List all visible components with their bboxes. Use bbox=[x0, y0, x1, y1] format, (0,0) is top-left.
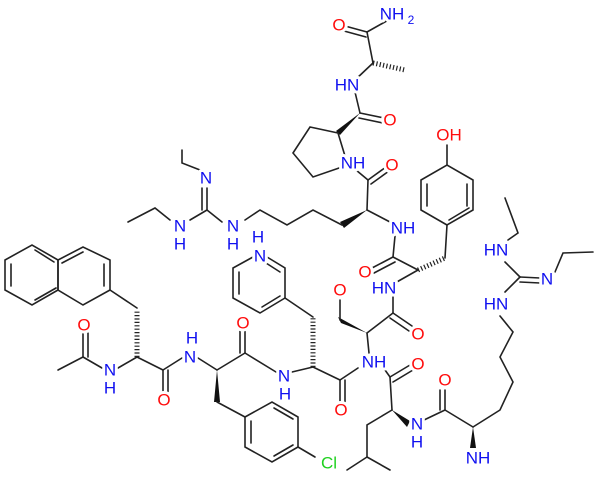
atom-label: O bbox=[77, 316, 90, 335]
atom-label: N bbox=[254, 247, 266, 266]
atom-label: HN bbox=[484, 295, 509, 314]
atom-label: OH bbox=[436, 126, 462, 145]
atom-label: O bbox=[332, 16, 345, 35]
atom-label: O bbox=[383, 111, 396, 130]
atom-label: O bbox=[358, 263, 371, 282]
atom-label: H bbox=[411, 433, 423, 452]
atom-label: N bbox=[184, 348, 196, 367]
atom-label: HN bbox=[484, 241, 509, 260]
atom-labels: NH 2 O HN O NH O OH N N H N H NH O HN N … bbox=[74, 2, 556, 476]
atom-label: H bbox=[186, 329, 198, 348]
atom-label: H bbox=[174, 235, 186, 254]
atom-label: NH bbox=[362, 353, 387, 372]
atom-label: H bbox=[252, 228, 264, 247]
atom-label: 2 bbox=[408, 13, 415, 27]
atom-label: O bbox=[411, 325, 424, 344]
atom-label: O bbox=[157, 391, 170, 410]
atom-label: N bbox=[278, 367, 290, 386]
atom-label: N bbox=[227, 217, 239, 236]
atom-label: Cl bbox=[321, 454, 337, 473]
atom-label: O bbox=[385, 156, 398, 175]
atom-label: H bbox=[104, 379, 116, 398]
atom-label: N bbox=[541, 270, 553, 289]
atom-label: NH bbox=[341, 154, 366, 173]
atom-label: NH bbox=[380, 5, 405, 24]
atom-label: NH bbox=[466, 449, 491, 468]
atom-label: O bbox=[334, 401, 347, 420]
atom-label: O bbox=[236, 314, 249, 333]
atom-label: NH bbox=[391, 219, 416, 238]
atom-label: O bbox=[411, 355, 424, 374]
atom-label: O bbox=[438, 371, 451, 390]
atom-label: N bbox=[104, 361, 116, 380]
atom-label: H bbox=[279, 385, 291, 404]
atom-label: H bbox=[227, 235, 239, 254]
atom-label: N bbox=[174, 217, 186, 236]
atom-label: HN bbox=[335, 76, 360, 95]
atom-label: O bbox=[333, 281, 346, 300]
atom-label: N bbox=[411, 415, 423, 434]
bonds bbox=[4, 17, 594, 471]
atom-label: HN bbox=[372, 279, 397, 298]
atom-label: N bbox=[200, 169, 212, 188]
